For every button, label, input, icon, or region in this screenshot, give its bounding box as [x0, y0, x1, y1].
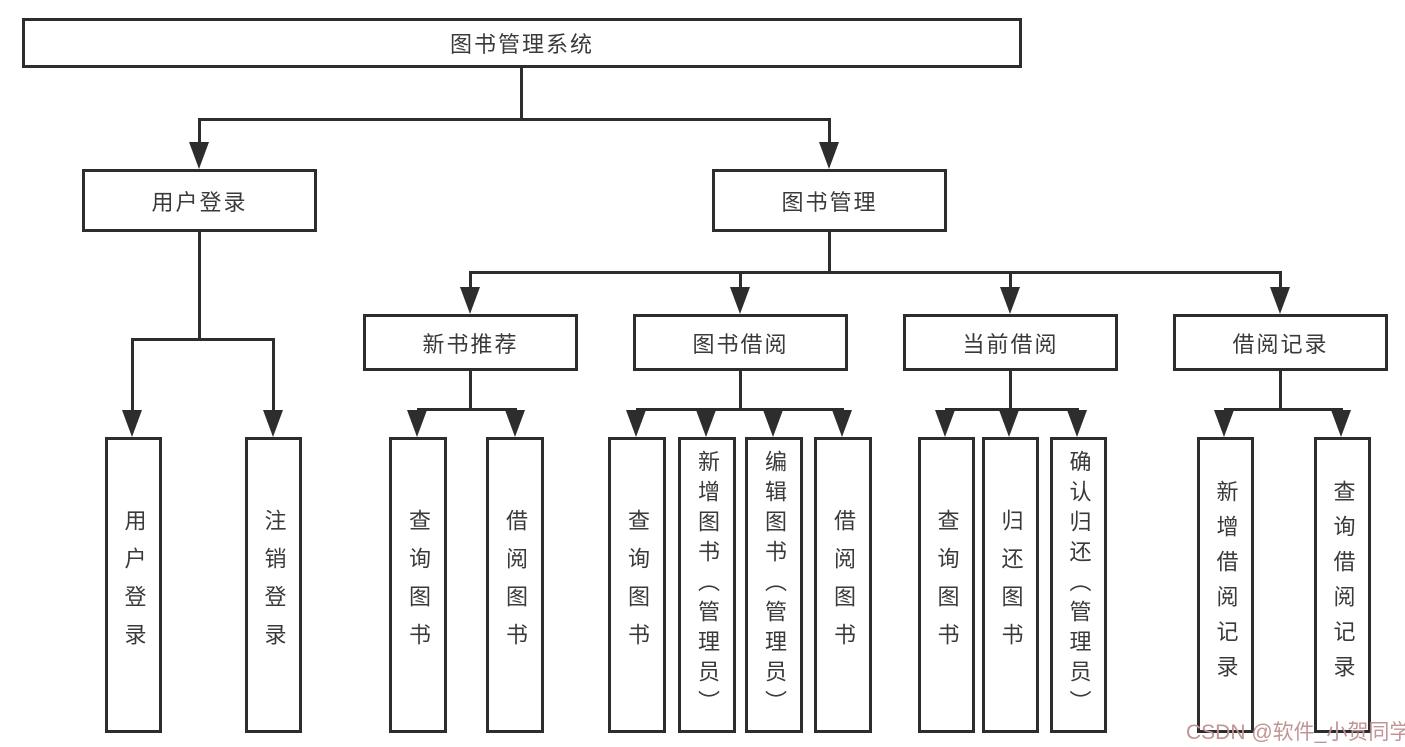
connector-line	[417, 408, 517, 411]
connector-line	[272, 338, 275, 414]
connector-line	[1009, 271, 1012, 291]
connector-line	[1279, 271, 1282, 291]
node-leaf-edit-book-admin: 编辑图书（管理员）	[745, 437, 803, 733]
connector-line	[469, 271, 1281, 274]
node-leaf-logout: 注销登录	[245, 437, 302, 733]
node-user-login: 用户登录	[82, 169, 317, 232]
arrow-down-icon	[1270, 287, 1290, 314]
arrow-down-icon	[505, 410, 525, 437]
node-current-borrow: 当前借阅	[903, 314, 1118, 371]
node-book-management-label: 图书管理	[781, 189, 878, 215]
arrow-down-icon	[730, 287, 750, 314]
connector-line	[739, 371, 742, 411]
node-current-borrow-label: 当前借阅	[962, 331, 1059, 357]
arrow-down-icon	[407, 410, 427, 437]
connector-line	[198, 118, 201, 146]
node-root-label: 图书管理系统	[449, 32, 594, 57]
arrow-down-icon	[819, 142, 839, 169]
node-root: 图书管理系统	[22, 18, 1022, 68]
node-leaf-borrow-book-2: 借阅图书	[814, 437, 872, 733]
connector-line	[520, 66, 523, 121]
node-leaf-query-book-3-label: 查询图书	[934, 509, 960, 661]
arrow-down-icon	[1000, 287, 1020, 314]
arrow-down-icon	[460, 287, 480, 314]
node-book-borrow: 图书借阅	[633, 314, 848, 371]
node-leaf-logout-label: 注销登录	[261, 509, 287, 661]
connector-line	[1009, 371, 1012, 411]
node-leaf-add-book-admin-label: 新增图书（管理员）	[695, 450, 720, 720]
connector-line	[131, 338, 134, 414]
node-leaf-return-book-label: 归还图书	[998, 509, 1024, 661]
node-leaf-query-book-1-label: 查询图书	[406, 509, 431, 661]
node-leaf-borrow-book-1-label: 借阅图书	[503, 509, 528, 661]
arrow-down-icon	[122, 410, 142, 437]
csdn-watermark: CSDN @软件_小贺同学	[1186, 721, 1405, 744]
arrow-down-icon	[696, 410, 716, 437]
connector-line	[198, 118, 831, 121]
node-new-book-recommend: 新书推荐	[363, 314, 578, 371]
node-borrow-records: 借阅记录	[1173, 314, 1388, 371]
arrow-down-icon	[935, 410, 955, 437]
arrow-down-icon	[626, 410, 646, 437]
node-leaf-query-book-3: 查询图书	[918, 437, 975, 733]
node-leaf-add-book-admin: 新增图书（管理员）	[678, 437, 736, 733]
node-book-management: 图书管理	[712, 169, 947, 232]
node-new-book-recommend-label: 新书推荐	[422, 331, 519, 357]
arrow-down-icon	[763, 410, 783, 437]
arrow-down-icon	[189, 142, 209, 169]
connector-line	[1279, 371, 1282, 411]
node-leaf-borrow-book-1: 借阅图书	[486, 437, 544, 733]
connector-line	[469, 271, 472, 291]
node-leaf-confirm-return-admin: 确认归还（管理员）	[1050, 437, 1107, 733]
node-leaf-query-borrow-record-label: 查询借阅记录	[1330, 480, 1356, 690]
connector-line	[198, 232, 201, 341]
node-user-login-label: 用户登录	[151, 189, 248, 215]
node-leaf-query-borrow-record: 查询借阅记录	[1314, 437, 1371, 733]
node-leaf-borrow-book-2-label: 借阅图书	[831, 509, 856, 661]
connector-line	[131, 338, 275, 341]
arrow-down-icon	[1067, 410, 1087, 437]
arrow-down-icon	[999, 410, 1019, 437]
connector-line	[469, 371, 472, 411]
node-leaf-confirm-return-admin-label: 确认归还（管理员）	[1066, 450, 1092, 720]
node-borrow-records-label: 借阅记录	[1232, 331, 1329, 357]
node-leaf-return-book: 归还图书	[982, 437, 1039, 733]
node-leaf-query-book-2: 查询图书	[608, 437, 666, 733]
connector-line	[1224, 408, 1343, 411]
node-leaf-edit-book-admin-label: 编辑图书（管理员）	[762, 450, 787, 720]
node-leaf-query-book-2-label: 查询图书	[625, 509, 650, 661]
connector-line	[636, 408, 844, 411]
node-leaf-query-book-1: 查询图书	[389, 437, 447, 733]
node-book-borrow-label: 图书借阅	[692, 331, 789, 357]
node-leaf-user-login-label: 用户登录	[121, 509, 147, 661]
arrow-down-icon	[1214, 410, 1234, 437]
node-leaf-add-borrow-record-label: 新增借阅记录	[1213, 480, 1239, 690]
connector-line	[945, 408, 1079, 411]
connector-line	[739, 271, 742, 291]
node-leaf-add-borrow-record: 新增借阅记录	[1197, 437, 1254, 733]
arrow-down-icon	[1331, 410, 1351, 437]
arrow-down-icon	[263, 410, 283, 437]
arrow-down-icon	[832, 410, 852, 437]
connector-line	[828, 118, 831, 146]
connector-line	[828, 232, 831, 274]
node-leaf-user-login: 用户登录	[105, 437, 162, 733]
